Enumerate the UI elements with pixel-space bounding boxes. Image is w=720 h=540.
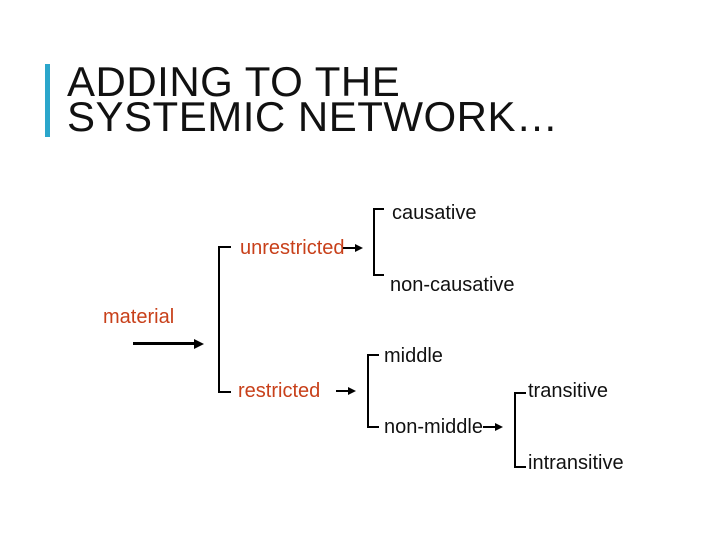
material-arrow-line xyxy=(133,342,195,345)
node-transitive: transitive xyxy=(528,380,609,402)
bracket-causation-bottom-tick xyxy=(373,274,384,276)
non-middle-arrow-icon xyxy=(495,423,503,431)
node-restricted: restricted xyxy=(238,380,321,402)
bracket-restriction-vertical xyxy=(218,246,220,393)
unrestricted-arrow-line xyxy=(343,247,355,249)
bracket-middleness-vertical xyxy=(367,354,369,428)
bracket-transitivity-vertical xyxy=(514,392,516,468)
page-title-line1: ADDING TO THE xyxy=(67,58,401,105)
bracket-causation-top-tick xyxy=(373,208,384,210)
node-non-middle: non-middle xyxy=(384,416,483,438)
bracket-transitivity-top-tick xyxy=(514,392,526,394)
page-title-line2: SYSTEMIC NETWORK… xyxy=(67,93,559,140)
node-middle: middle xyxy=(384,345,443,367)
title-accent-bar xyxy=(45,64,50,137)
restricted-arrow-icon xyxy=(348,387,356,395)
non-middle-arrow-line xyxy=(483,426,495,428)
node-non-causative: non-causative xyxy=(390,274,515,296)
page-title: ADDING TO THE SYSTEMIC NETWORK… xyxy=(67,58,559,140)
bracket-restriction-bottom-tick xyxy=(218,391,231,393)
node-unrestricted: unrestricted xyxy=(240,237,345,259)
material-arrow-icon xyxy=(194,338,204,349)
bracket-transitivity-bottom-tick xyxy=(514,466,526,468)
node-causative: causative xyxy=(392,202,477,224)
bracket-middleness-bottom-tick xyxy=(367,426,379,428)
restricted-arrow-line xyxy=(336,390,348,392)
node-intransitive: intransitive xyxy=(528,452,624,474)
node-material: material xyxy=(103,306,175,328)
bracket-restriction-top-tick xyxy=(218,246,231,248)
bracket-middleness-top-tick xyxy=(367,354,379,356)
bracket-causation-vertical xyxy=(373,208,375,276)
unrestricted-arrow-icon xyxy=(355,244,363,252)
